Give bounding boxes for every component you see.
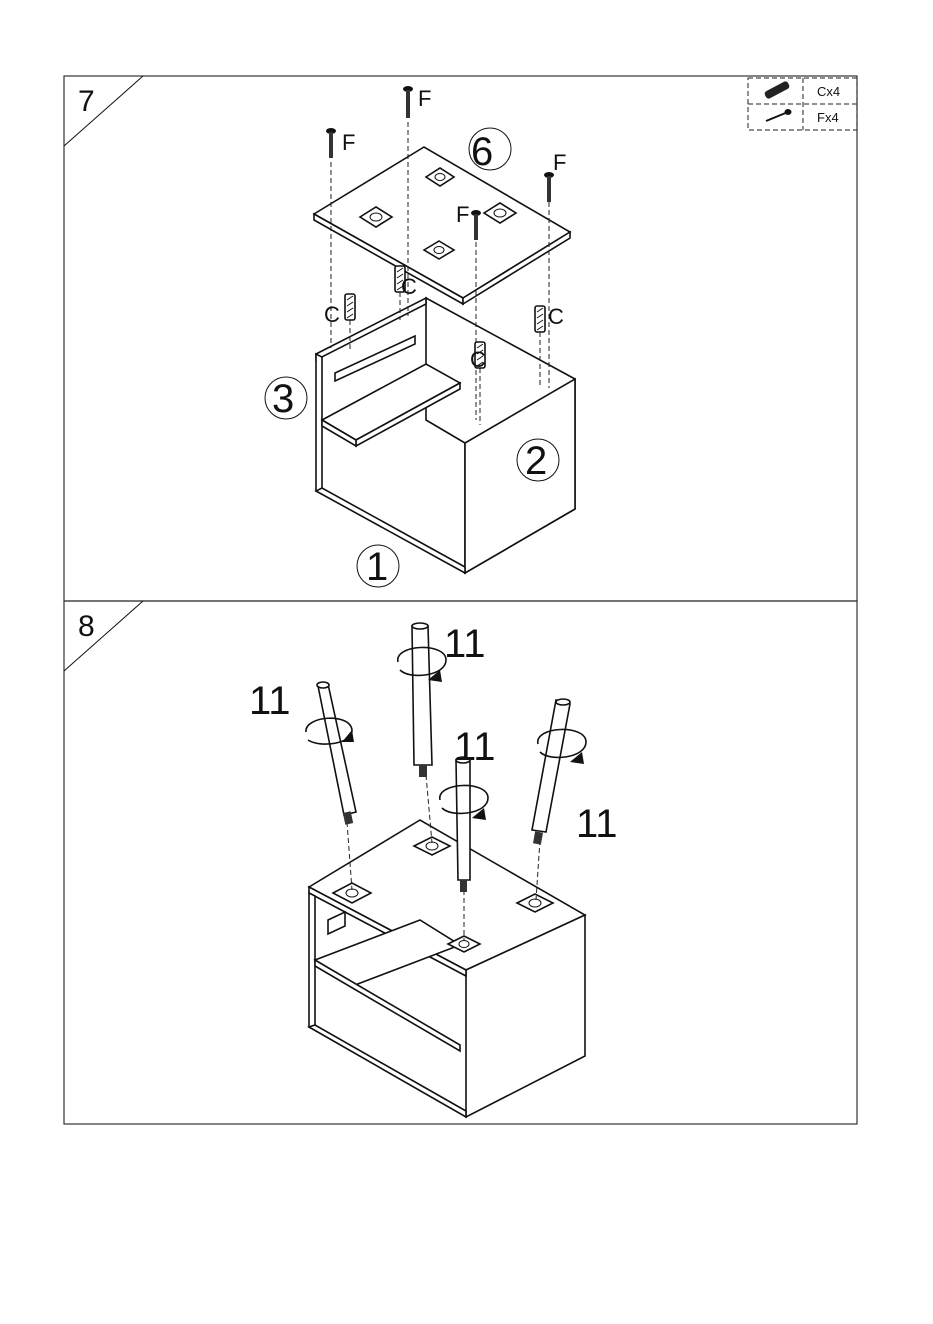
callout-part-11: 11 — [454, 725, 496, 769]
bottom-panel-1 — [316, 488, 465, 573]
screw-f-4 — [544, 172, 554, 202]
dowel-label: C — [401, 274, 417, 299]
dowel-label: C — [548, 304, 564, 329]
dowel-label: C — [324, 302, 340, 327]
leg-11-b — [398, 623, 446, 777]
step7-number: 7 — [78, 85, 95, 118]
hardware-legend: Cx4 Fx4 — [748, 78, 857, 130]
top-panel-6 — [314, 147, 570, 304]
callout-part-6: 6 — [471, 130, 493, 174]
screw-label: F — [553, 150, 566, 175]
callout-part-2: 2 — [525, 439, 547, 483]
callout-part-1: 1 — [366, 545, 388, 589]
legend-screw-qty: Fx4 — [817, 110, 839, 125]
callout-part-11: 11 — [576, 802, 618, 846]
drawer-rail — [328, 912, 345, 934]
screw-f-2 — [403, 86, 413, 118]
step8-number: 8 — [78, 610, 95, 643]
side-panel-3 — [316, 354, 322, 494]
dowel-c-1 — [345, 294, 355, 320]
screw-label: F — [456, 202, 469, 227]
dowel-c-4 — [535, 306, 545, 332]
screw-label: F — [342, 130, 355, 155]
screw-icon — [766, 109, 792, 121]
callout-part-11: 11 — [249, 679, 291, 723]
dowel-icon — [764, 80, 791, 99]
step7-corner-line — [64, 76, 143, 146]
callout-part-11: 11 — [444, 622, 486, 666]
screw-f-1 — [326, 128, 336, 158]
callout-part-3: 3 — [272, 377, 294, 421]
legend-dowel-qty: Cx4 — [817, 84, 840, 99]
screw-label: F — [418, 86, 431, 111]
dowel-label: C — [470, 347, 486, 372]
leg-11-a — [306, 682, 356, 825]
step8-corner-line — [64, 601, 143, 671]
carcass-step7 — [316, 298, 575, 573]
